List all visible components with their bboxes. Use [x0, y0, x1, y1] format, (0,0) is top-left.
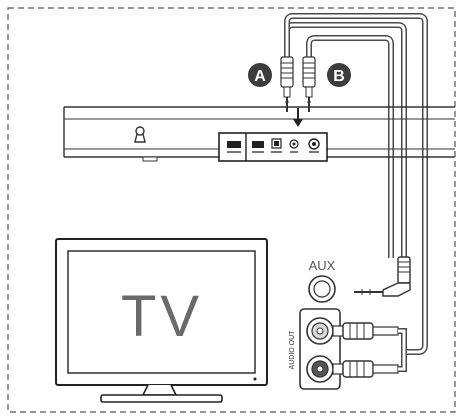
tv — [55, 238, 268, 403]
rca-plug-top — [332, 322, 399, 340]
tv-label: TV — [121, 284, 203, 349]
aux-jack-icon — [289, 139, 299, 153]
badge-a — [248, 63, 272, 87]
optical-port-icon — [271, 138, 282, 153]
audio-out-panel — [299, 308, 341, 390]
usb-port-icon — [252, 141, 264, 153]
hdmi-port-icon — [227, 141, 241, 153]
badge-b — [327, 63, 351, 87]
plug-b — [302, 56, 316, 112]
badge-a-label: A — [254, 68, 266, 85]
badge-b-label: B — [333, 68, 345, 85]
rca-split-cable — [404, 20, 428, 355]
tv-aux-jack-icon — [308, 275, 336, 303]
rca-plug-bottom — [332, 360, 399, 378]
dashed-frame — [7, 7, 456, 413]
aux-plug — [354, 256, 411, 297]
dc-power-port-icon — [308, 138, 320, 153]
aux-label: AUX — [309, 258, 336, 273]
audio-out-label: AUDIO OUT — [289, 330, 296, 370]
keyhole-icon — [134, 126, 146, 143]
arrow-down-icon — [293, 108, 303, 127]
plug-a — [280, 56, 294, 112]
